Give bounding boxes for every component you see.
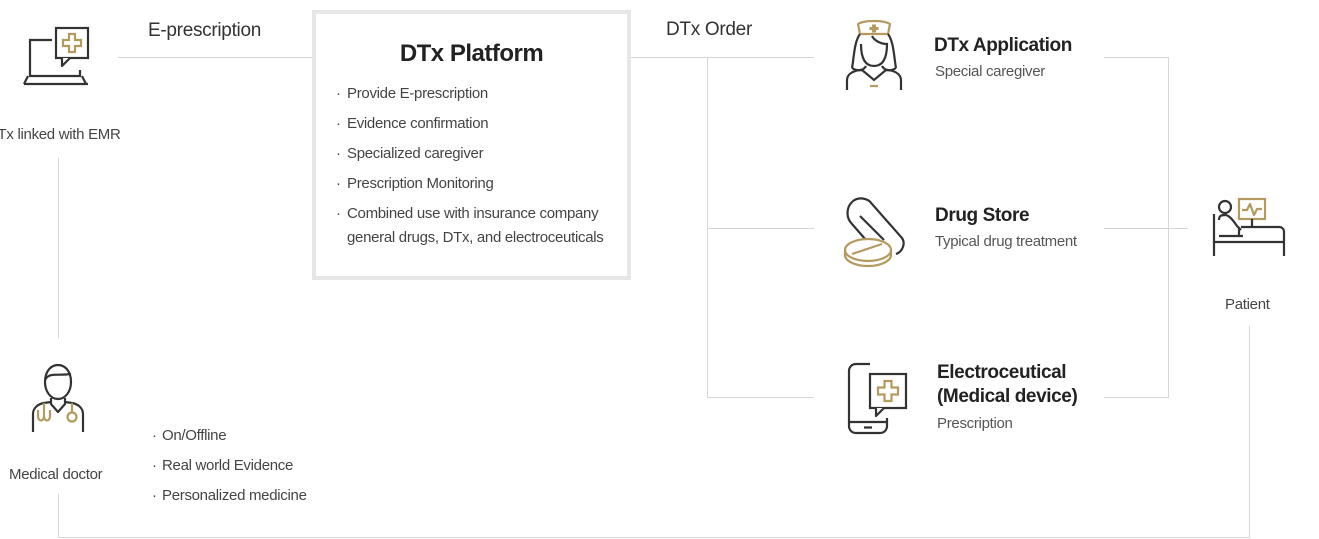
- connector-right-vertical: [1168, 57, 1169, 398]
- connector-order-electroceutical: [707, 397, 814, 398]
- mobile-medical-icon: [847, 362, 908, 435]
- platform-title: DTx Platform: [399, 40, 544, 67]
- doctor-icon: [31, 363, 85, 432]
- platform-feature: Provide E-prescription: [336, 82, 617, 106]
- connector-order-drugstore: [707, 228, 814, 229]
- drug-store-title: Drug Store: [935, 205, 1030, 226]
- connector-emr-doctor: [58, 158, 59, 338]
- patient-bed-icon: [1212, 197, 1286, 256]
- doctor-label: Medical doctor: [9, 466, 103, 483]
- connector-dtxapp-right: [1104, 57, 1168, 58]
- doctor-feature: Personalized medicine: [152, 484, 307, 508]
- connector-patient-bottom: [1249, 326, 1250, 538]
- emr-label: DTx linked with EMR: [0, 126, 121, 143]
- patient-label: Patient: [1225, 296, 1270, 313]
- edge-label-dtx-order: DTx Order: [666, 19, 752, 40]
- dtx-application-subtitle: Special caregiver: [935, 63, 1045, 80]
- connector-platform-order: [630, 57, 814, 58]
- platform-feature: Evidence confirmation: [336, 112, 617, 136]
- connector-bottom: [58, 537, 1250, 538]
- laptop-medical-icon: [23, 26, 90, 86]
- connector-emr-platform: [118, 57, 312, 58]
- drug-store-subtitle: Typical drug treatment: [935, 233, 1077, 250]
- electroceutical-title-2: (Medical device): [937, 386, 1078, 407]
- platform-feature-list: Provide E-prescription Evidence confirma…: [336, 82, 617, 256]
- connector-drugstore-patient: [1104, 228, 1188, 229]
- platform-feature: Combined use with insurance company gene…: [336, 202, 617, 250]
- platform-feature: Specialized caregiver: [336, 142, 617, 166]
- connector-doctor-bottom: [58, 494, 59, 538]
- nurse-icon: [845, 19, 903, 90]
- doctor-feature: Real world Evidence: [152, 454, 307, 478]
- pill-icon: [843, 197, 905, 268]
- electroceutical-title-1: Electroceutical: [937, 362, 1067, 383]
- platform-feature: Prescription Monitoring: [336, 172, 617, 196]
- electroceutical-subtitle: Prescription: [937, 415, 1013, 432]
- dtx-platform-box: DTx Platform Provide E-prescription Evid…: [312, 10, 631, 280]
- edge-label-e-prescription: E-prescription: [148, 20, 262, 41]
- doctor-feature-list: On/Offline Real world Evidence Personali…: [152, 424, 307, 514]
- connector-electroceutical-right: [1104, 397, 1169, 398]
- doctor-feature: On/Offline: [152, 424, 307, 448]
- dtx-application-title: DTx Application: [934, 35, 1072, 56]
